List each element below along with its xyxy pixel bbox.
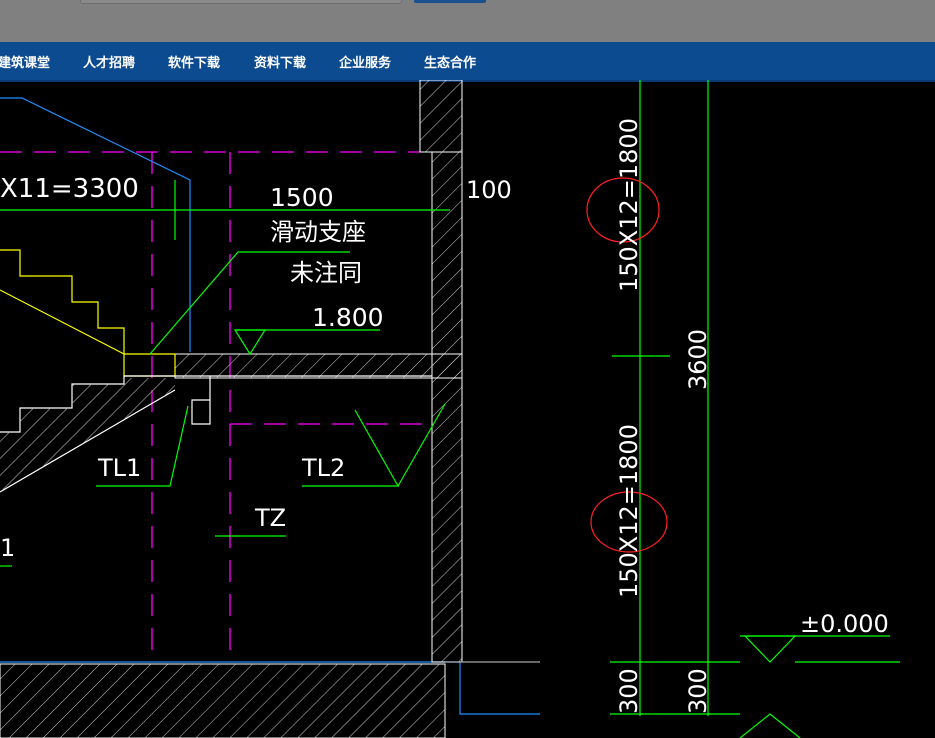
nav-item-recruitment[interactable]: 人才招聘 bbox=[83, 55, 136, 70]
dim-300b-label: 300 bbox=[684, 668, 712, 714]
elevation-1800-label: 1.800 bbox=[312, 303, 384, 332]
nav-item-ecosystem[interactable]: 生态合作 bbox=[424, 55, 477, 70]
dim-total-label: 3600 bbox=[684, 329, 712, 390]
dim-upper-label: 150X12=1800 bbox=[615, 118, 643, 292]
nav-item-software-download[interactable]: 软件下载 bbox=[168, 55, 221, 70]
slide-support-label: 滑动支座 bbox=[270, 218, 366, 246]
dim-lower-label: 150X12=1800 bbox=[615, 424, 643, 598]
cad-drawing-canvas[interactable]: X11=3300 1500 100 滑动支座 未注同 1.800 TL1 TL2… bbox=[0, 80, 935, 738]
dim-100-label: 100 bbox=[466, 176, 512, 204]
magenta-axis-lines bbox=[0, 151, 432, 662]
blue-lines bbox=[0, 97, 540, 715]
wall-structure bbox=[0, 80, 540, 738]
search-input[interactable] bbox=[80, 0, 402, 4]
nav-item-enterprise-service[interactable]: 企业服务 bbox=[339, 55, 392, 70]
main-nav: 建筑课堂 人才招聘 软件下载 资料下载 企业服务 生态合作 bbox=[0, 42, 935, 82]
column-tz-label: TZ bbox=[254, 504, 286, 532]
dim-300a-label: 300 bbox=[615, 668, 643, 714]
dimension-lines bbox=[0, 80, 900, 738]
span-1500-label: 1500 bbox=[270, 183, 334, 212]
nav-item-architecture-class[interactable]: 建筑课堂 bbox=[0, 55, 51, 70]
same-note-label: 未注同 bbox=[290, 259, 362, 287]
beam-tl2-label: TL2 bbox=[301, 454, 345, 482]
search-button[interactable] bbox=[414, 0, 486, 3]
top-header-bar bbox=[0, 0, 935, 42]
stair-section bbox=[0, 249, 432, 493]
nav-item-document-download[interactable]: 资料下载 bbox=[254, 55, 307, 70]
drawing-text: X11=3300 1500 100 滑动支座 未注同 1.800 TL1 TL2… bbox=[0, 118, 889, 714]
markup-circles bbox=[586, 177, 668, 553]
left-cut-label: 1 bbox=[0, 534, 15, 562]
stair-run-label: X11=3300 bbox=[0, 174, 139, 204]
beam-tl1-label: TL1 bbox=[97, 454, 141, 482]
elevation-zero-label: ±0.000 bbox=[800, 610, 889, 638]
